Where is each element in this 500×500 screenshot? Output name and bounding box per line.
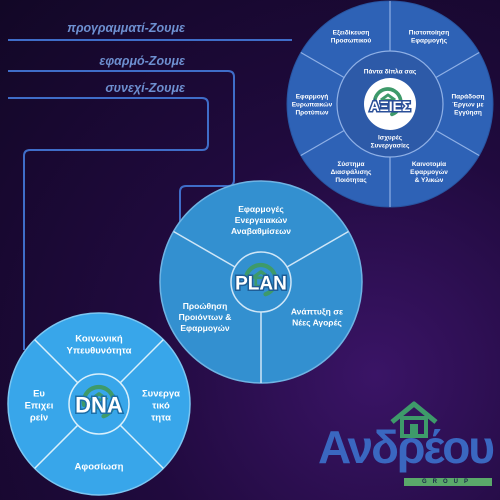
recycle-icon (81, 385, 116, 419)
segment-divider (34, 339, 79, 384)
segment-divider (119, 424, 164, 469)
tagline-continuing: συνεχί-Ζουμε (105, 81, 185, 95)
brand-logo: Ανδρέου GROUP (318, 400, 496, 495)
values-inner-top-label: Πάντα δίπλα σας (364, 67, 417, 75)
values-center-disc (364, 78, 416, 130)
recycle-icon (372, 87, 403, 117)
house-logo-icon (390, 401, 438, 438)
tagline-programming: προγραμματί-Ζουμε (67, 21, 185, 35)
brand-name: Ανδρέου (318, 421, 495, 473)
segment-divider (300, 129, 345, 157)
plan-center-label: PLAN (235, 274, 287, 295)
segment-divider (286, 230, 349, 268)
plan-center-disc (230, 251, 292, 313)
recycle-icon (243, 263, 278, 297)
dna-center-label: DNA (75, 393, 123, 418)
dna-center-disc (68, 373, 130, 435)
segment-divider (435, 129, 480, 157)
segment-divider (300, 51, 345, 79)
segment-divider (119, 339, 164, 384)
segment-divider (435, 51, 480, 79)
connector-line-dna (8, 97, 209, 350)
segment-divider (34, 424, 79, 469)
tagline-applying: εφαρμό-Ζουμε (99, 54, 185, 68)
dna-segment-label: Αφοσίωση (75, 461, 124, 472)
brand-group: GROUP (404, 478, 492, 486)
segment-divider (173, 230, 236, 268)
values-center-label: ΑΞΙΕΣ (370, 98, 411, 114)
